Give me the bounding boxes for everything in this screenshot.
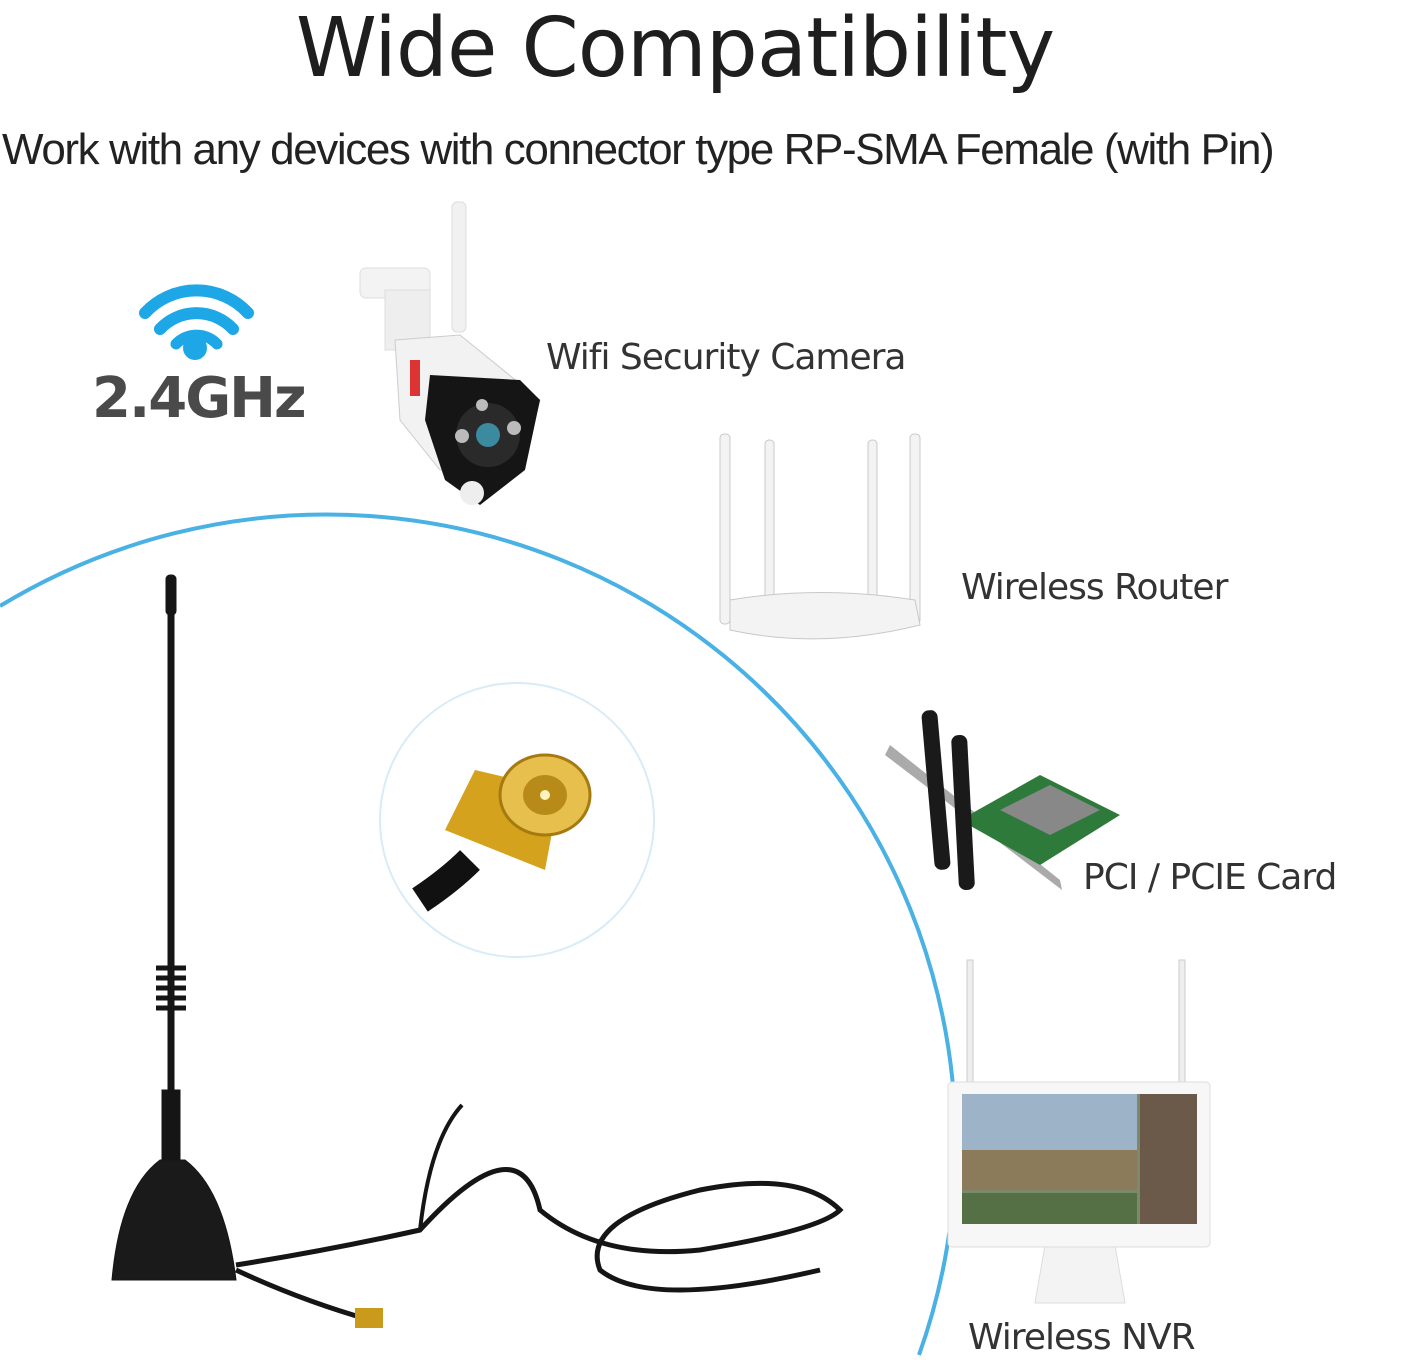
page-subtitle: Work with any devices with connector typ… <box>2 125 1275 174</box>
frequency-badge: 2.4GHz <box>92 366 307 431</box>
device-label-nvr: Wireless NVR <box>968 1317 1196 1358</box>
router-icon <box>719 433 921 640</box>
pcie-card-icon <box>885 710 1120 890</box>
page-title: Wide Compatibility <box>295 1 1055 96</box>
antenna-product <box>111 574 844 1328</box>
wifi-icon <box>139 284 254 360</box>
security-camera-icon <box>359 201 541 505</box>
device-label-router: Wireless Router <box>961 567 1228 608</box>
device-label-camera: Wifi Security Camera <box>546 337 906 378</box>
device-label-pcie: PCI / PCIE Card <box>1083 857 1337 898</box>
rp-sma-connector-closeup <box>379 682 655 958</box>
nvr-monitor-icon <box>947 959 1211 1304</box>
